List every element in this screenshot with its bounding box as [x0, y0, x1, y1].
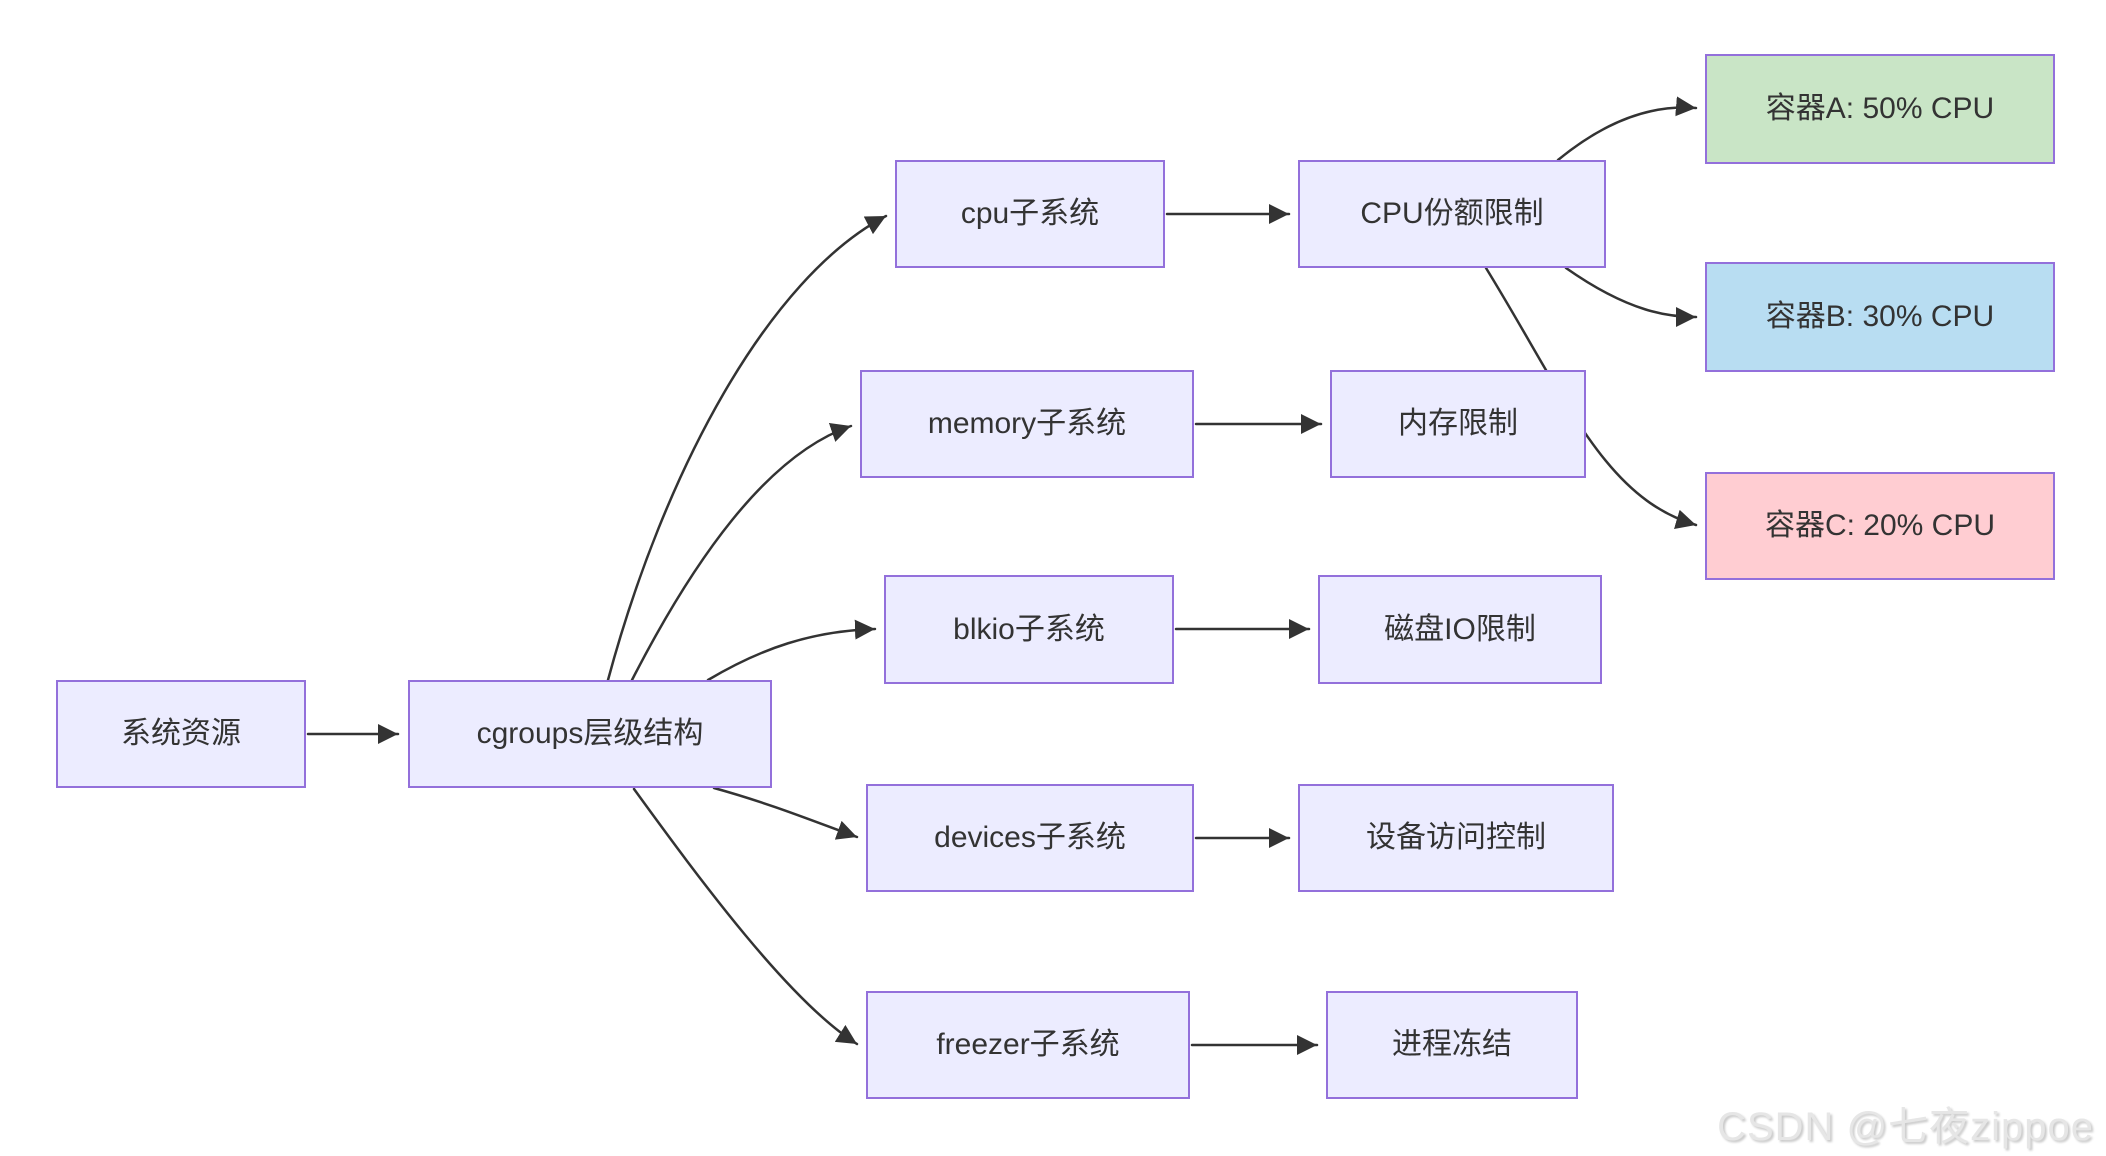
edge-cpu-limit-to-container-b — [1564, 266, 1698, 327]
node-disk-io-limit: 磁盘IO限制 — [1318, 575, 1602, 684]
node-label: freezer子系统 — [936, 1028, 1120, 1061]
node-container-b: 容器B: 30% CPU — [1705, 262, 2055, 372]
node-devices-subsystem: devices子系统 — [866, 784, 1194, 892]
node-label: devices子系统 — [934, 821, 1126, 854]
node-cgroups: cgroups层级结构 — [408, 680, 772, 788]
node-blkio-subsystem: blkio子系统 — [884, 575, 1174, 684]
node-label: cgroups层级结构 — [476, 717, 704, 750]
node-label: blkio子系统 — [953, 612, 1105, 646]
node-container-c: 容器C: 20% CPU — [1705, 472, 2055, 580]
node-label: 进程冻结 — [1392, 1028, 1512, 1061]
node-device-access-control: 设备访问控制 — [1298, 784, 1614, 892]
edge-cgroups-to-freezer — [632, 787, 859, 1046]
node-label: 内存限制 — [1398, 407, 1518, 440]
edge-cgroups-to-blkio — [706, 619, 877, 682]
edge-cgroups-to-memory — [630, 423, 853, 682]
node-label: 磁盘IO限制 — [1384, 612, 1536, 646]
node-label: 容器B: 30% CPU — [1765, 300, 1995, 333]
node-label: CPU份额限制 — [1360, 197, 1544, 230]
edge-cgroups-to-cpu — [606, 214, 888, 682]
node-cpu-subsystem: cpu子系统 — [895, 160, 1165, 268]
node-memory-subsystem: memory子系统 — [860, 370, 1194, 478]
node-label: cpu子系统 — [960, 197, 1100, 230]
edge-cgroups-to-devices — [712, 786, 859, 840]
node-freezer-subsystem: freezer子系统 — [866, 991, 1190, 1099]
node-label: memory子系统 — [927, 407, 1127, 440]
csdn-watermark: CSDN @七夜zippoe — [1717, 1105, 2094, 1149]
edge-cpu-limit-to-container-a — [1556, 96, 1698, 162]
node-cpu-share-limit: CPU份额限制 — [1298, 160, 1606, 268]
node-label: 容器C: 20% CPU — [1764, 509, 1996, 542]
node-system-resources: 系统资源 — [56, 680, 306, 788]
node-container-a: 容器A: 50% CPU — [1705, 54, 2055, 164]
node-label: 容器A: 50% CPU — [1765, 92, 1995, 125]
node-label: 系统资源 — [121, 717, 241, 750]
node-label: 设备访问控制 — [1366, 821, 1546, 854]
node-process-freeze: 进程冻结 — [1326, 991, 1578, 1099]
node-memory-limit: 内存限制 — [1330, 370, 1586, 478]
